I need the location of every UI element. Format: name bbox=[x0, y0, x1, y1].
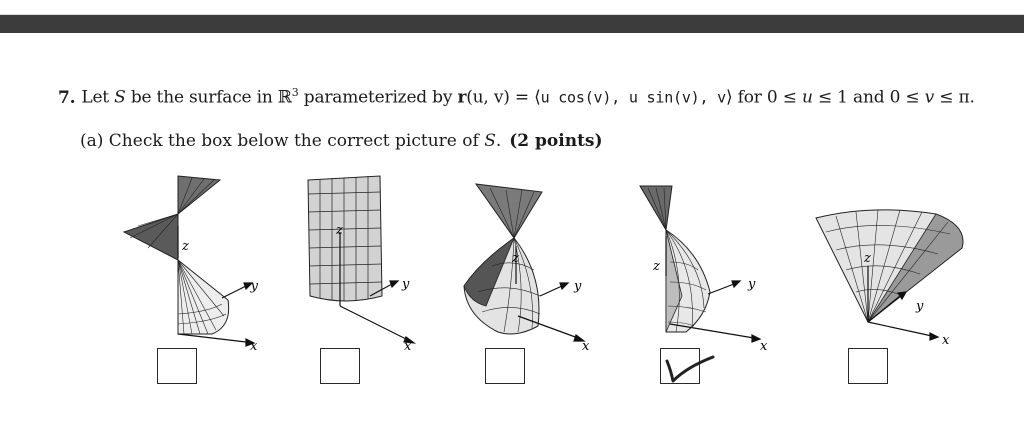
x-axis-label: x bbox=[760, 339, 768, 352]
problem-text-6: ≤ π. bbox=[934, 87, 975, 108]
part-a-label: (a) Check the box below the correct pict… bbox=[80, 131, 485, 151]
part-a: (a) Check the box below the correct pict… bbox=[80, 131, 603, 151]
r-components: u cos(v), u sin(v), v bbox=[540, 88, 727, 107]
surface-figure-3: z y x bbox=[456, 166, 606, 352]
checkbox-figure-4[interactable] bbox=[660, 348, 715, 384]
y-axis-label: y bbox=[747, 277, 756, 292]
checkbox-figure-2[interactable] bbox=[320, 348, 360, 384]
y-axis-label: y bbox=[915, 299, 924, 314]
y-axis-label: y bbox=[573, 279, 582, 294]
real-symbol: ℝ bbox=[277, 87, 292, 108]
checkmark-icon bbox=[665, 355, 715, 383]
z-axis-label: z bbox=[652, 259, 660, 274]
surface-figure-4: z y x bbox=[626, 166, 776, 352]
part-a-period: . bbox=[495, 131, 502, 151]
problem-s: S bbox=[114, 87, 126, 108]
part-a-points: (2 points) bbox=[509, 131, 603, 151]
problem-text-1: Let bbox=[81, 87, 115, 108]
top-bar bbox=[0, 14, 1024, 33]
problem-text-4: for 0 ≤ bbox=[732, 87, 802, 108]
x-axis-label: x bbox=[942, 333, 950, 348]
problem-u: u bbox=[801, 87, 813, 108]
problem-v: v bbox=[924, 87, 935, 108]
r-args: (u, v) = ⟨ bbox=[466, 87, 541, 108]
z-axis-label: z bbox=[335, 223, 343, 238]
real-superscript: 3 bbox=[291, 86, 299, 99]
y-axis-label: y bbox=[401, 277, 410, 292]
problem-number: 7. bbox=[58, 87, 76, 108]
problem-statement: 7.Let S be the surface in ℝ3 parameteriz… bbox=[58, 86, 975, 108]
x-axis-label: x bbox=[582, 339, 590, 352]
x-axis-label: x bbox=[250, 339, 258, 352]
surface-figure-1: z y x bbox=[118, 166, 258, 352]
y-axis-label: y bbox=[250, 279, 258, 294]
z-axis-label: z bbox=[511, 251, 519, 266]
surface-figure-5: z y x bbox=[812, 166, 972, 352]
part-a-s: S bbox=[484, 131, 496, 151]
r-vector: r bbox=[457, 87, 467, 108]
surface-figure-2: z y x bbox=[300, 166, 430, 352]
z-axis-label: z bbox=[863, 251, 871, 266]
problem-text-3: parameterized by bbox=[298, 87, 458, 108]
problem-text-2: be the surface in bbox=[125, 87, 278, 108]
checkbox-figure-5[interactable] bbox=[848, 348, 888, 384]
x-axis-label: x bbox=[404, 339, 412, 352]
checkbox-figure-1[interactable] bbox=[157, 348, 197, 384]
r-close: ⟩ bbox=[726, 87, 733, 108]
problem-text-5: ≤ 1 and 0 ≤ bbox=[812, 87, 925, 108]
checkbox-figure-3[interactable] bbox=[485, 348, 525, 384]
z-axis-label: z bbox=[181, 239, 189, 254]
